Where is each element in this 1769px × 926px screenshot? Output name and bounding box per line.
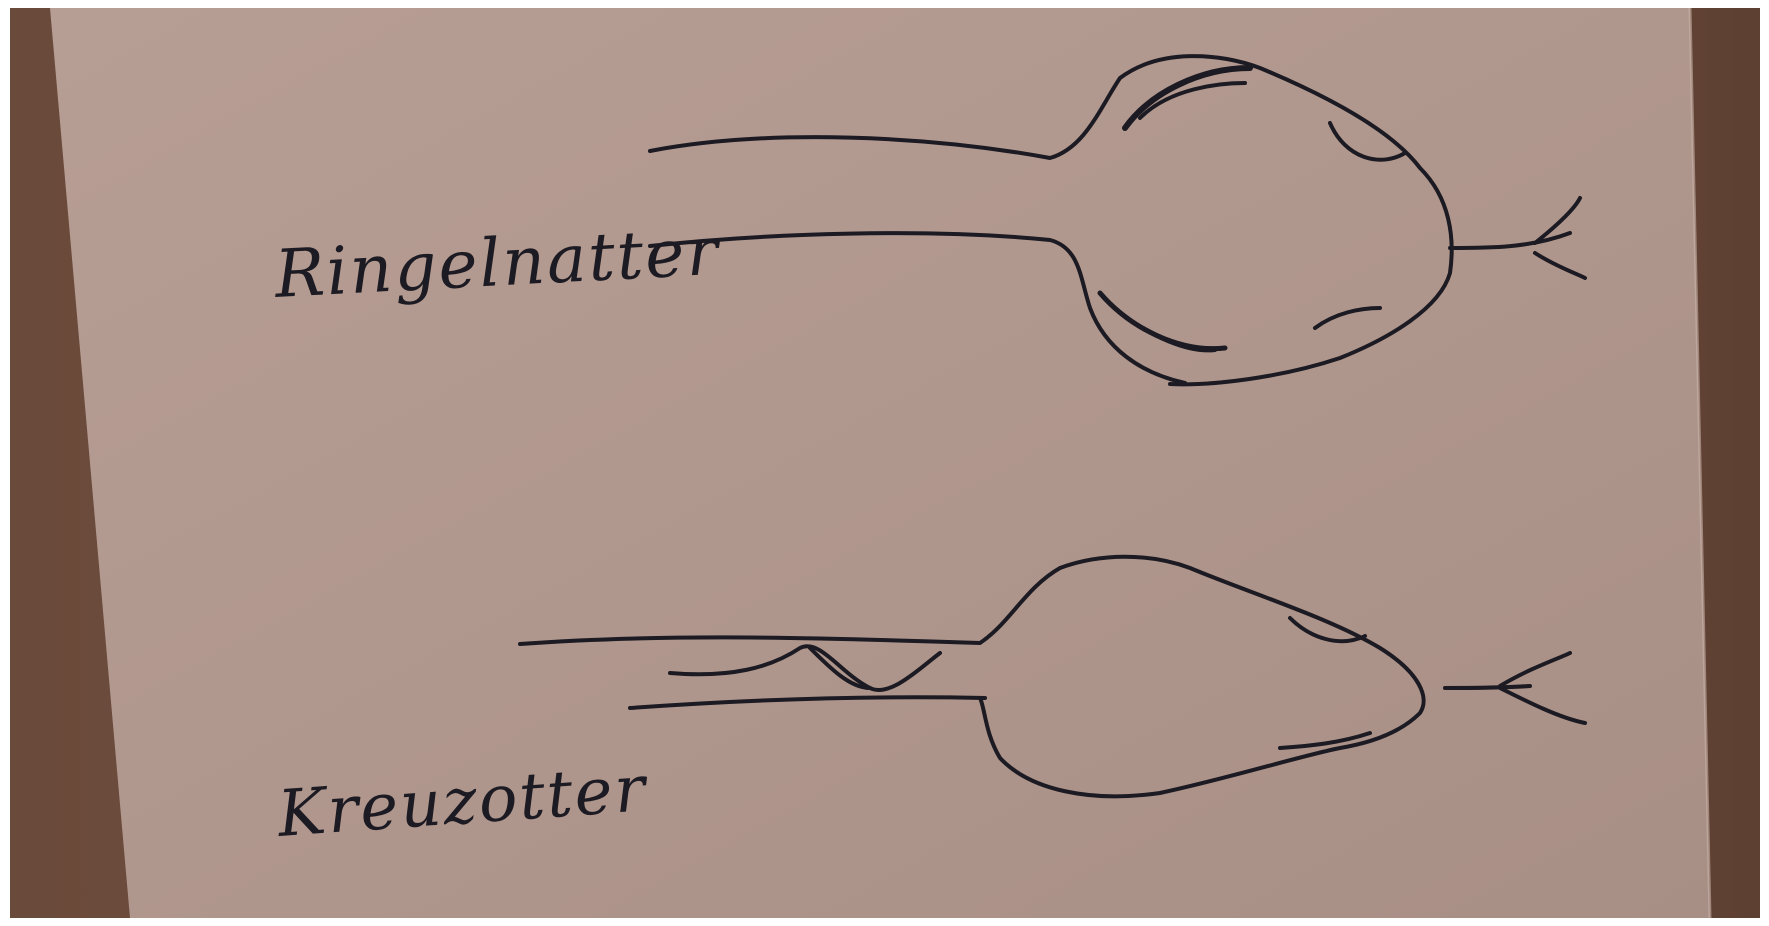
paper-sheet [10,8,1760,918]
photo: Ringelnatter Kreuzotter [10,8,1760,918]
